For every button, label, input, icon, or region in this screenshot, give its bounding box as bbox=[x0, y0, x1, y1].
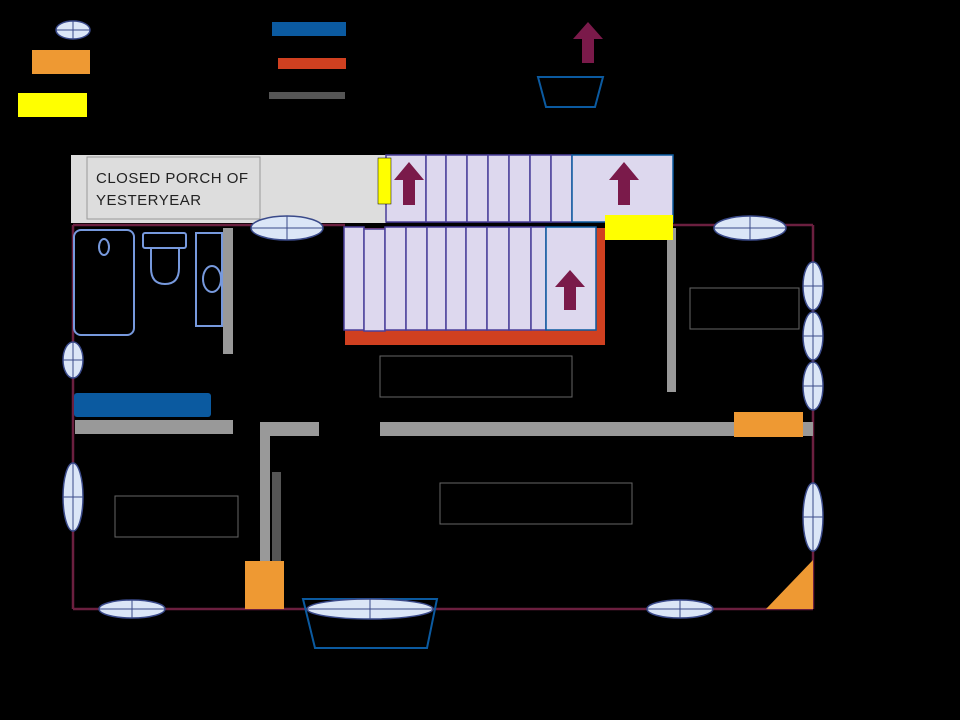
window-icon-3 bbox=[802, 261, 824, 311]
stair-arrow-icon-3 bbox=[555, 270, 585, 310]
light-icon-1 bbox=[377, 157, 392, 205]
room-label-2 bbox=[689, 287, 800, 330]
window-icon-9 bbox=[98, 599, 166, 619]
stair-arrow-icon-2 bbox=[609, 162, 639, 205]
porch-label-line1: CLOSED PORCH OF bbox=[96, 170, 249, 187]
room-label-3 bbox=[114, 495, 239, 538]
stair-arrows bbox=[394, 162, 639, 310]
radiator-icon bbox=[74, 393, 211, 417]
light-icon-2 bbox=[605, 215, 673, 240]
bathroom-fixtures bbox=[73, 229, 223, 336]
window-icon-10 bbox=[646, 599, 714, 619]
legend-door-icon bbox=[32, 50, 90, 74]
legend bbox=[18, 20, 605, 117]
stair-arrow-icon-1 bbox=[394, 162, 424, 205]
windows bbox=[62, 215, 824, 619]
window-icon-4 bbox=[802, 311, 824, 361]
toilet-icon bbox=[142, 232, 187, 286]
legend-bay-window-icon bbox=[536, 76, 605, 108]
window-icon-1 bbox=[250, 215, 324, 241]
bay-window bbox=[301, 598, 439, 649]
room-label-1 bbox=[379, 355, 573, 398]
legend-red-wall-icon bbox=[278, 58, 346, 69]
window-icon-2 bbox=[713, 215, 787, 241]
room-labels bbox=[114, 287, 800, 538]
legend-stair-arrow-icon bbox=[573, 22, 603, 63]
porch-label-line2: YESTERYEAR bbox=[96, 192, 202, 209]
interior-walls bbox=[75, 228, 813, 562]
bathtub-icon bbox=[73, 229, 135, 336]
room-label-4 bbox=[439, 482, 633, 525]
closed-porch: CLOSED PORCH OF YESTERYEAR bbox=[71, 155, 386, 223]
lights bbox=[377, 157, 673, 240]
legend-light-icon bbox=[18, 93, 87, 117]
legend-interior-wall-icon bbox=[269, 92, 345, 99]
legend-radiator-icon bbox=[272, 22, 346, 36]
window-icon-7 bbox=[62, 341, 84, 379]
door-icon-3 bbox=[766, 560, 813, 609]
legend-window-icon bbox=[55, 20, 91, 40]
door-icon-2 bbox=[245, 561, 284, 609]
sink-icon bbox=[195, 232, 223, 327]
doors bbox=[245, 412, 813, 609]
window-icon-5 bbox=[802, 361, 824, 411]
window-icon-8 bbox=[62, 462, 84, 532]
door-icon-1 bbox=[734, 412, 803, 437]
window-icon-6 bbox=[802, 482, 824, 552]
